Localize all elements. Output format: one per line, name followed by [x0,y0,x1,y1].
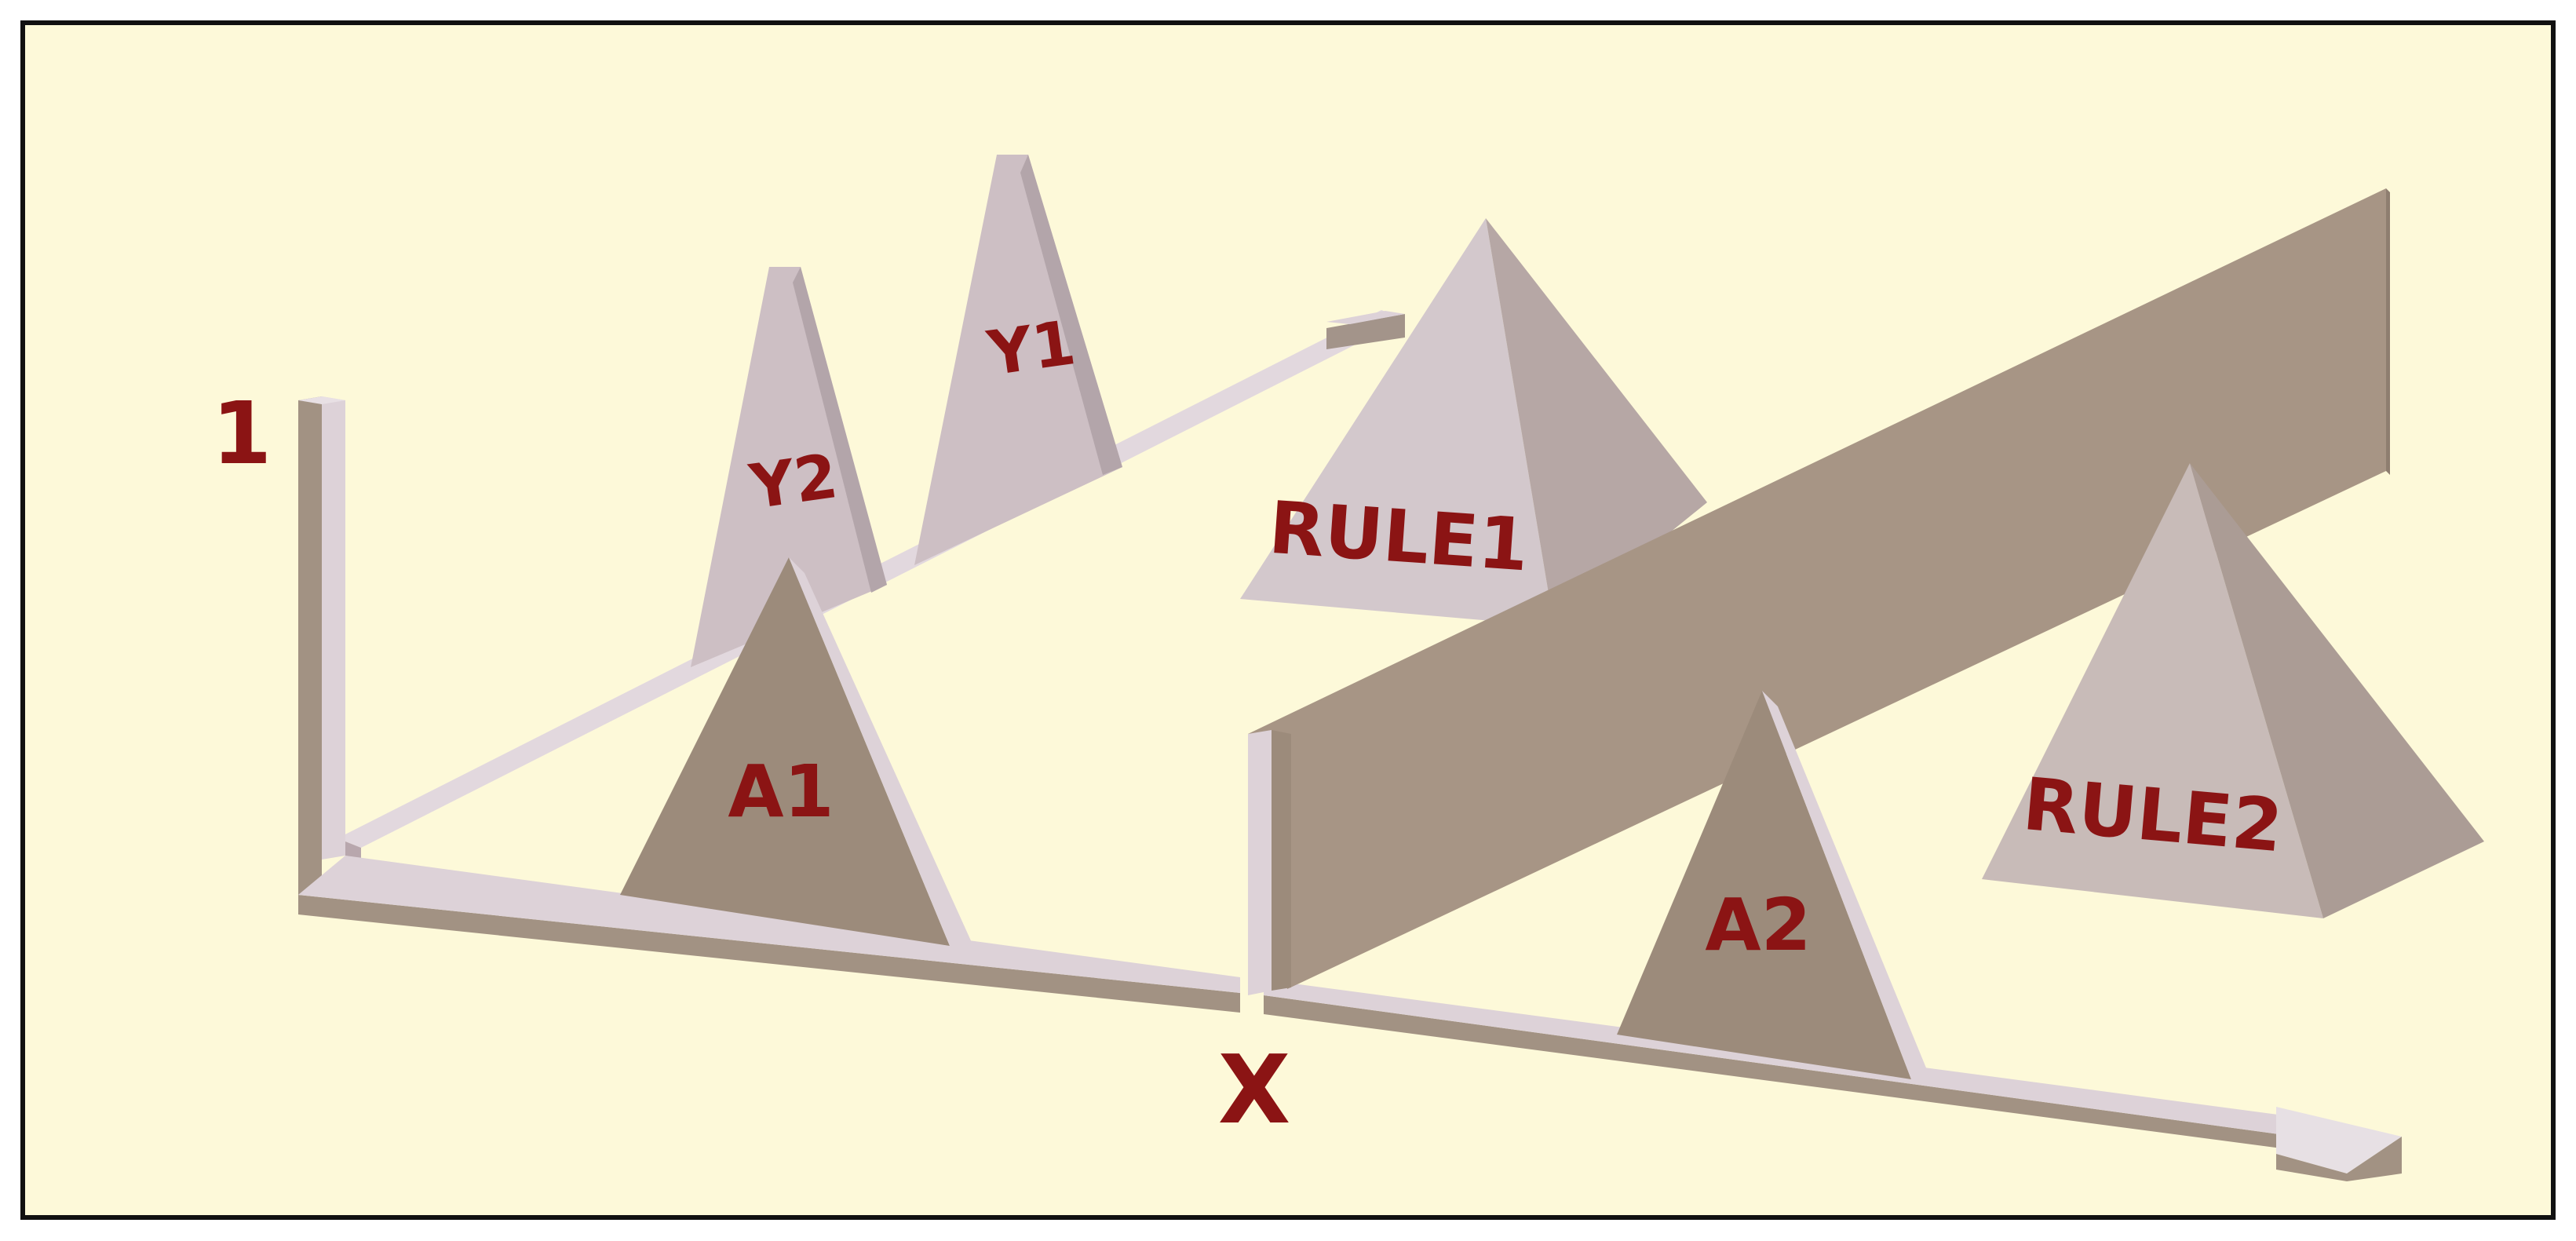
a1-label: A1 [728,750,834,834]
y2-label: Y2 [745,441,841,524]
rule1-label: RULE1 [1266,486,1531,588]
axis-value-label: 1 [212,383,272,484]
membership-axis: 1 [212,383,345,895]
a1-triangle: A1 [620,557,973,946]
y1-label: Y1 [983,308,1079,390]
y2-triangle: Y2 [691,267,887,667]
axis-label: X [1218,1036,1291,1145]
a2-triangle: A2 [1617,691,1931,1079]
a2-label: A2 [1705,883,1811,967]
rule2-pyramid: RULE2 [1982,463,2484,918]
y1-triangle: Y1 [914,155,1122,565]
rule-wall [1248,188,2390,995]
rule1-pyramid: RULE1 [1240,218,1707,626]
